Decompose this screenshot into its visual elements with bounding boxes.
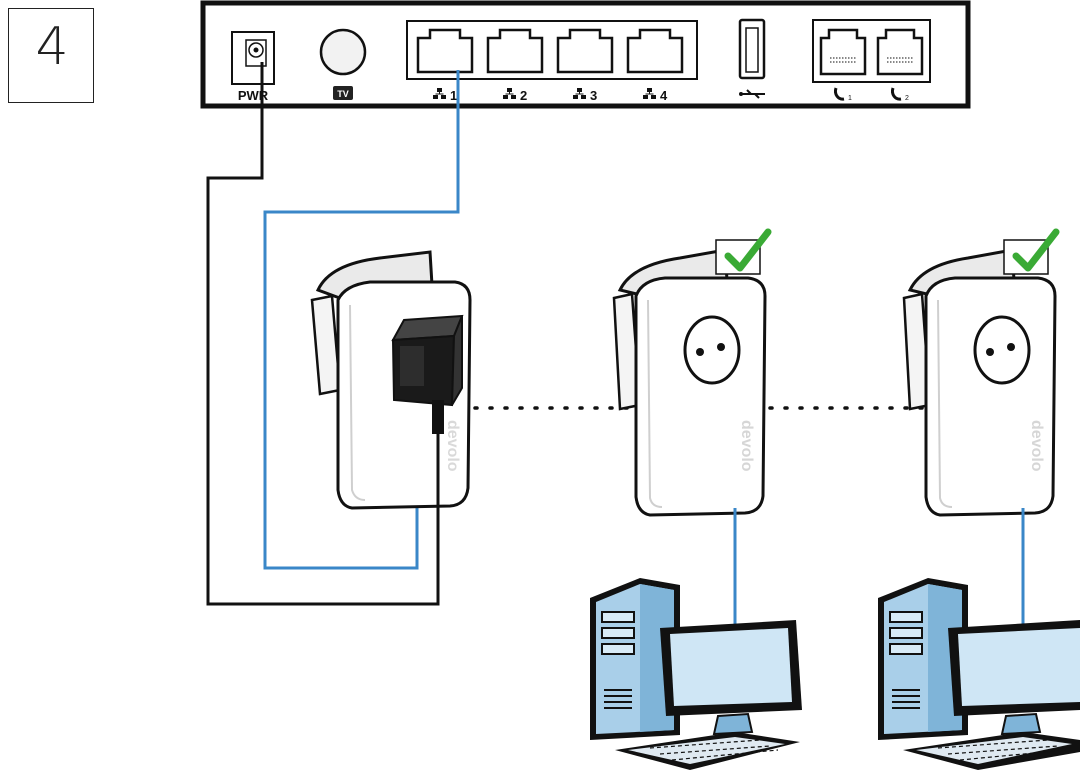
port-label-phone-2: 2 — [905, 95, 909, 102]
checkmark-icon — [1003, 228, 1060, 275]
step-number-box: 4 — [8, 8, 94, 103]
usb-port — [738, 18, 766, 80]
tv-connector-icon — [319, 28, 367, 100]
power-socket-icon — [231, 31, 275, 85]
port-label-lan-4: 4 — [660, 88, 668, 103]
port-label-pwr: PWR — [238, 88, 269, 103]
adapter-brand: devolo — [1028, 420, 1045, 472]
lan-port-2 — [486, 28, 544, 74]
lan-port-4 — [626, 28, 684, 74]
port-label-lan-2: 2 — [520, 88, 527, 103]
phone-icon — [891, 87, 902, 101]
usb-icon — [739, 89, 765, 99]
adapter-3: devolo — [902, 248, 1057, 517]
port-label-lan-1: 1 — [450, 88, 457, 103]
port-label-tv: TV — [337, 89, 349, 99]
computer-icon — [590, 578, 802, 770]
lan-ports — [406, 20, 698, 80]
lan-port-3 — [556, 28, 614, 74]
adapter-1: devolo — [310, 250, 472, 510]
network-icon — [643, 88, 656, 99]
power-supply-plug — [391, 314, 464, 505]
phone-icon — [834, 87, 845, 101]
adapter-2: devolo — [612, 248, 767, 517]
adapter-brand: devolo — [444, 420, 461, 472]
network-icon — [433, 88, 446, 99]
power-cable — [206, 62, 440, 606]
phone-ports — [812, 19, 931, 83]
port-label-lan-3: 3 — [590, 88, 597, 103]
network-icon — [503, 88, 516, 99]
lan-cable-router-to-adapter — [263, 70, 460, 570]
router-back-panel: PWR TV — [200, 0, 971, 109]
step-number: 4 — [35, 17, 69, 77]
adapter-brand: devolo — [738, 420, 755, 472]
network-icon — [573, 88, 586, 99]
lan-port-1 — [416, 28, 474, 74]
port-label-phone-1: 1 — [848, 95, 852, 102]
computer-icon — [878, 578, 1080, 770]
checkmark-icon — [715, 228, 772, 275]
